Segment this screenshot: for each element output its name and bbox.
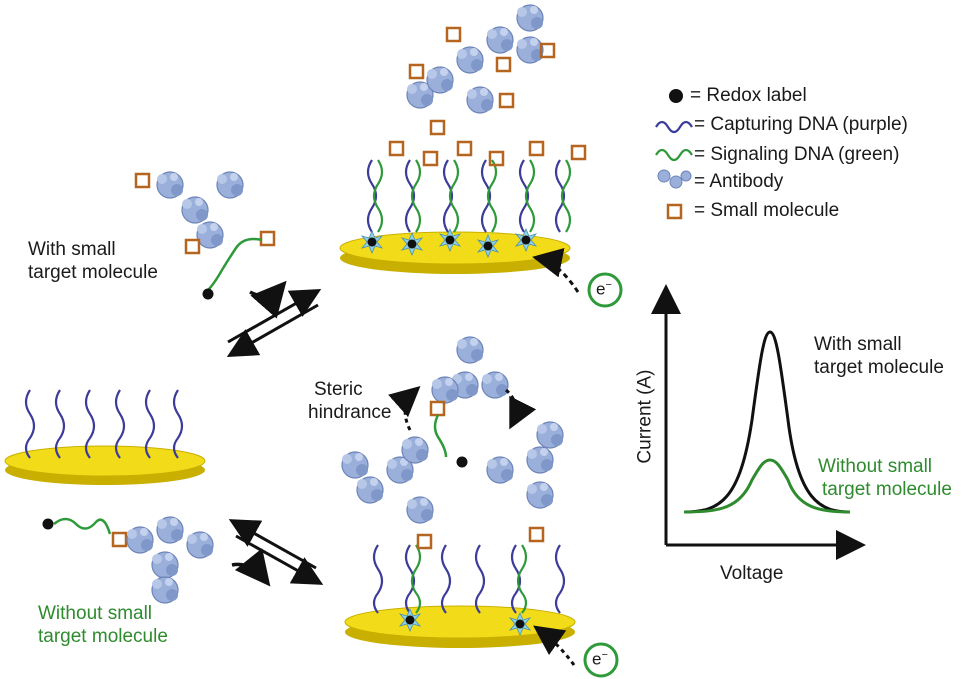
voltammogram-graph: [651, 284, 866, 560]
small-molecule-icon: [666, 203, 683, 220]
signaling-dna-icon: [655, 148, 693, 162]
with-small-line2: target molecule: [28, 262, 158, 284]
legend-icons: [655, 89, 693, 220]
graph-without-label: Without small target molecule: [814, 455, 952, 501]
graph-with-line1: With small: [814, 334, 902, 355]
capturing-dna-icon: [655, 120, 693, 134]
left-bare-electrode: [4, 389, 206, 485]
top-electron-arrow: [532, 248, 580, 293]
electron-charge: −: [601, 649, 608, 661]
graph-without-line2: target molecule: [822, 479, 952, 501]
bottom-electrode-assembly: [341, 336, 619, 678]
legend-small-molecule: = Small molecule: [694, 200, 840, 221]
legend-signaling-dna: = Signaling DNA (green): [694, 144, 900, 165]
top-free-antibodies: [406, 4, 556, 136]
graph-with-label: With small target molecule: [814, 333, 944, 379]
graph-without-line1: Without small: [818, 456, 933, 477]
curve-without-target: [683, 458, 851, 514]
graph-y-label: Current (A): [634, 369, 656, 464]
electron-symbol: e: [592, 649, 602, 669]
steric-line2: hindrance: [308, 402, 392, 424]
left-top-antibody-complex: [134, 171, 287, 319]
top-electron-circle: [587, 272, 623, 308]
electron-symbol: e: [596, 279, 606, 299]
curve-with-target: [683, 330, 851, 514]
legend-capturing-dna: = Capturing DNA (purple): [694, 114, 908, 135]
legend-redox-label: = Redox label: [690, 85, 807, 106]
left-bottom-antibody-complex: [42, 516, 271, 604]
steric-line1: Steric: [314, 379, 363, 400]
with-small-target-label: With small target molecule: [28, 238, 158, 284]
without-small-target-label: Without small target molecule: [38, 602, 168, 648]
graph-with-line2: target molecule: [814, 357, 944, 379]
redox-label-icon: [669, 89, 683, 103]
with-small-line1: With small: [28, 239, 116, 260]
without-small-line1: Without small: [38, 603, 153, 624]
graph-x-label: Voltage: [720, 563, 784, 584]
electron-label-top: e−: [596, 279, 612, 300]
top-equilibrium-arrows: [226, 289, 322, 357]
top-dna-strands: [361, 140, 587, 258]
legend-antibody: = Antibody: [694, 171, 784, 192]
steric-hindrance-label: Steric hindrance: [308, 378, 391, 424]
top-electrode-assembly: [339, 4, 623, 308]
electron-label-bottom: e−: [592, 649, 608, 670]
antibody-icon: [657, 169, 692, 189]
without-small-line2: target molecule: [38, 626, 168, 648]
electron-charge: −: [605, 279, 612, 291]
bottom-equilibrium-arrows: [228, 519, 324, 585]
